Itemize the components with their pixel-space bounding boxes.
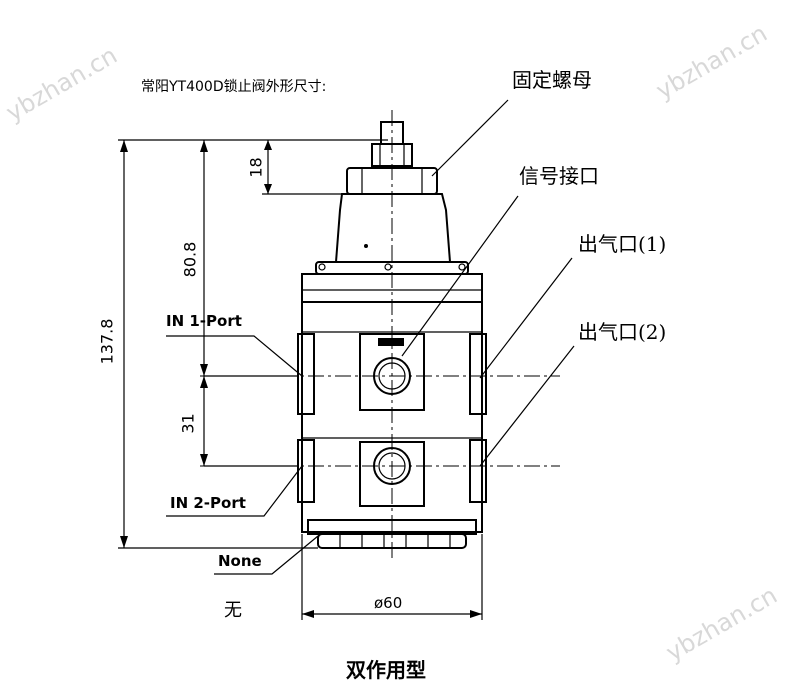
adjusting-screw [371, 121, 413, 167]
dim-label-total-height: 137.8 [97, 318, 117, 365]
dim-diameter [301, 534, 483, 620]
label-in2-port: IN 2-Port [170, 494, 246, 512]
dim-total-height [118, 139, 388, 549]
leader-in1 [166, 335, 303, 377]
leader-none [214, 535, 319, 575]
leader-outlet-1 [479, 257, 573, 379]
dim-label-upper-height: 80.8 [180, 241, 200, 278]
leader-in2 [166, 465, 303, 517]
bonnet [334, 193, 452, 263]
valve-body [297, 301, 487, 533]
dim-nut-height [262, 140, 346, 195]
label-fixing-nut: 固定螺母 [512, 68, 592, 92]
label-signal-port: 信号接口 [519, 164, 599, 188]
dim-label-port-spacing: 31 [178, 413, 198, 434]
drawing-title: 双作用型 [346, 658, 426, 682]
label-outlet-2: 出气口(2) [578, 320, 667, 344]
dim-label-nut-height: 18 [246, 157, 266, 178]
dim-port-spacing [200, 376, 298, 467]
bonnet-dot [364, 244, 368, 248]
dim-label-diameter: ø60 [374, 594, 403, 612]
leader-outlet-2 [479, 345, 575, 467]
leader-fixing-nut [431, 99, 509, 177]
label-none-en: None [218, 552, 262, 570]
dim-upper-height [200, 140, 298, 377]
label-outlet-1: 出气口(1) [578, 232, 667, 256]
bottom-cap [307, 519, 477, 549]
label-none-cn: 无 [224, 600, 242, 621]
caption: 常阳YT400D锁止阀外形尺寸: [141, 79, 327, 95]
leader-signal-port [401, 195, 519, 357]
label-in1-port: IN 1-Port [166, 312, 242, 330]
